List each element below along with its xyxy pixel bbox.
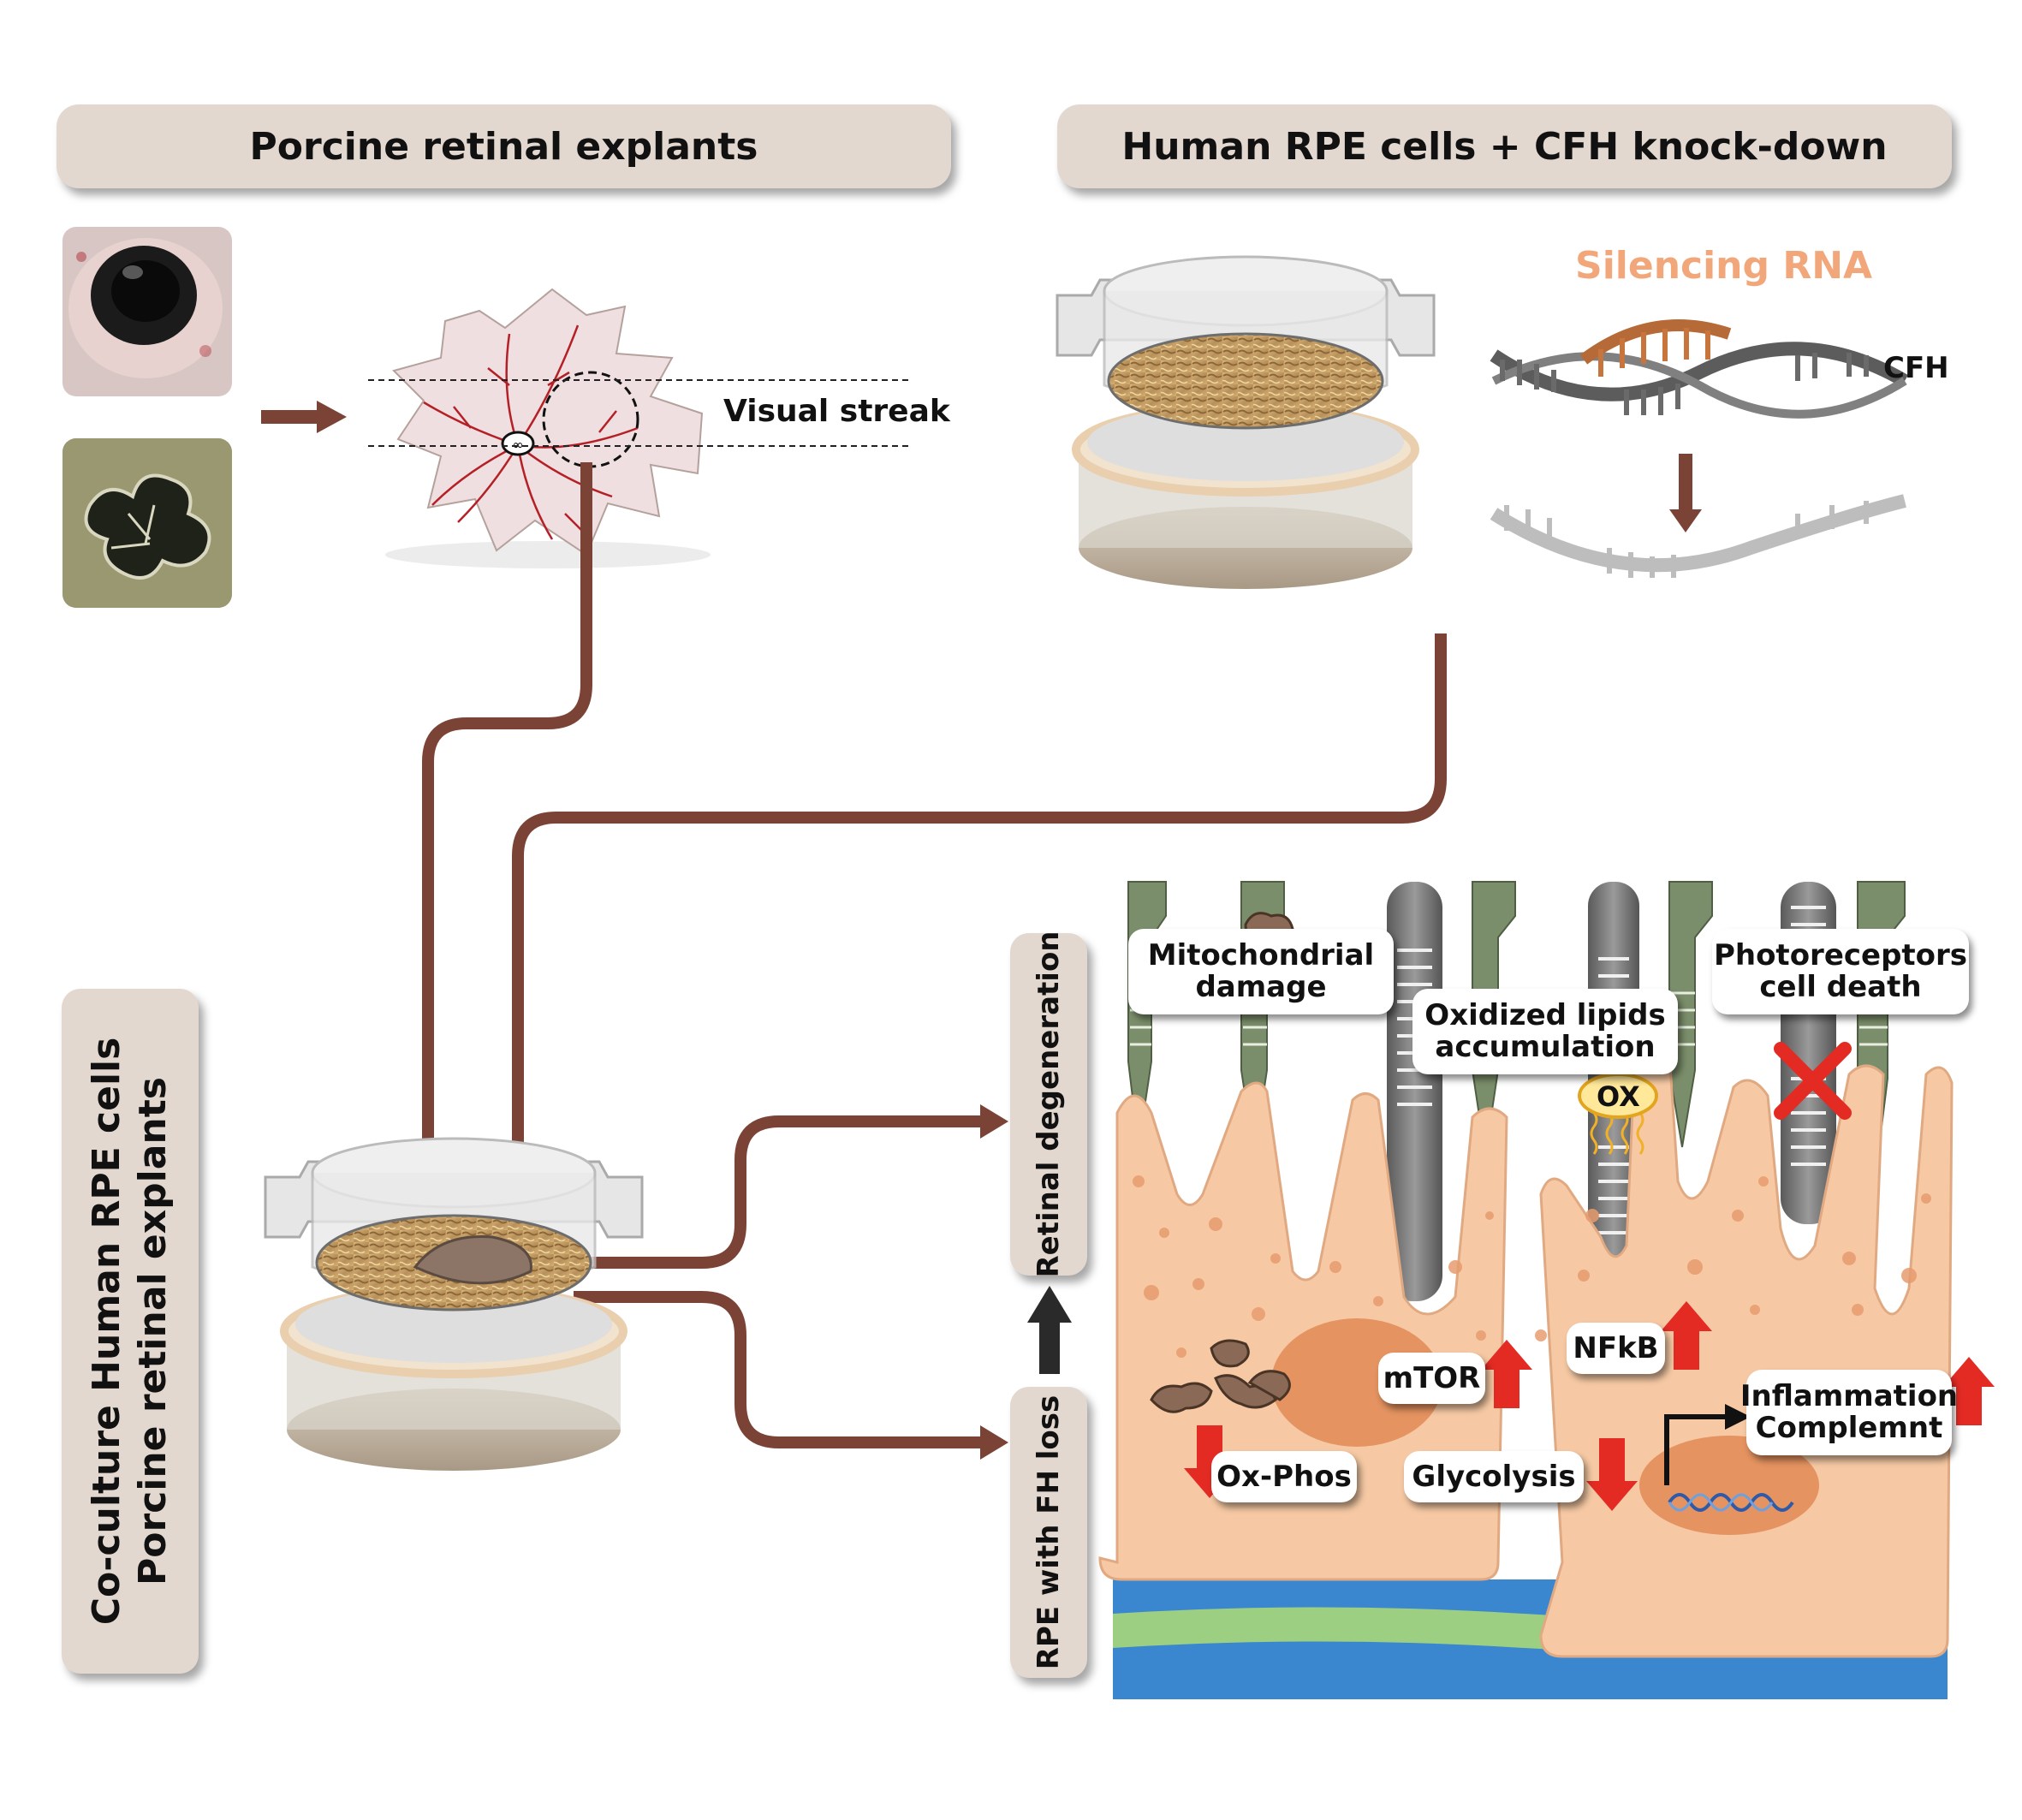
infl-line2: Complemnt (1755, 1411, 1943, 1445)
ox-line2: accumulation (1435, 1030, 1656, 1064)
ox-lipid-tails (1590, 1112, 1644, 1155)
cfh-label: CFH (1883, 351, 1949, 385)
infl-line1: Inflammation (1740, 1379, 1959, 1413)
dissected-retina-photo (62, 438, 232, 608)
header-human-rpe-cells: Human RPE cells + CFH knock-down (1057, 104, 1952, 188)
visual-streak-label: Visual streak (723, 394, 950, 429)
flattened-retina-illustration: ∞ (368, 288, 912, 568)
mtor-callout: mTOR (1378, 1353, 1485, 1404)
ox-line1: Oxidized lipids (1424, 998, 1666, 1032)
header-left-text: Porcine retinal explants (249, 124, 758, 169)
oxphos-callout: Ox-Phos (1211, 1451, 1357, 1502)
mitochondrial-damage-callout: Mitochondrial damage (1128, 929, 1394, 1014)
ox-badge (1578, 1073, 1658, 1119)
mtor-text: mTOR (1383, 1360, 1481, 1395)
svg-text:∞: ∞ (512, 437, 523, 453)
nfkb-callout: NFkB (1567, 1323, 1665, 1374)
header-porcine-retinal-explants: Porcine retinal explants (56, 104, 951, 188)
red-indicator-arrows (1184, 1301, 1995, 1511)
cfh-rna-helix (1490, 319, 1909, 578)
photo-line1: Photoreceptors (1713, 938, 1968, 972)
mito-line1: Mitochondrial (1147, 938, 1375, 972)
inflammation-complement-callout: Inflammation Complemnt (1740, 1370, 1958, 1455)
oxphos-text: Ox-Phos (1216, 1459, 1352, 1494)
glycolysis-text: Glycolysis (1412, 1459, 1576, 1494)
flow-arrows (422, 462, 1447, 1448)
photo-line2: cell death (1759, 970, 1922, 1004)
ox-badge-label: OX (1597, 1080, 1640, 1113)
coculture-pill: Co-culture Human RPE cells Porcine retin… (62, 989, 199, 1674)
retinal-degeneration-pill: Retinal degeneration (1010, 931, 1087, 1278)
silencing-rna-label: Silencing RNA (1575, 244, 1873, 288)
photoreceptors-cell-death-callout: Photoreceptors cell death (1712, 929, 1969, 1014)
progression-arrow (1027, 1286, 1072, 1374)
nfkb-text: NFkB (1573, 1330, 1659, 1365)
rpe-cell-panel (1098, 881, 1995, 1699)
porcine-eye-photo (62, 227, 232, 396)
header-right-text: Human RPE cells + CFH knock-down (1121, 124, 1888, 169)
coculture-insert (264, 1137, 644, 1471)
mito-line2: damage (1195, 970, 1327, 1004)
rpe-culture-insert (1056, 255, 1436, 589)
photo-to-retina-arrow (261, 401, 347, 433)
glycolysis-callout: Glycolysis (1404, 1451, 1584, 1502)
oxidized-lipids-callout: Oxidized lipids accumulation (1412, 989, 1678, 1074)
cell-death-cross (1774, 1042, 1852, 1120)
rpe-fh-loss-pill: RPE with FH loss (1010, 1387, 1087, 1678)
